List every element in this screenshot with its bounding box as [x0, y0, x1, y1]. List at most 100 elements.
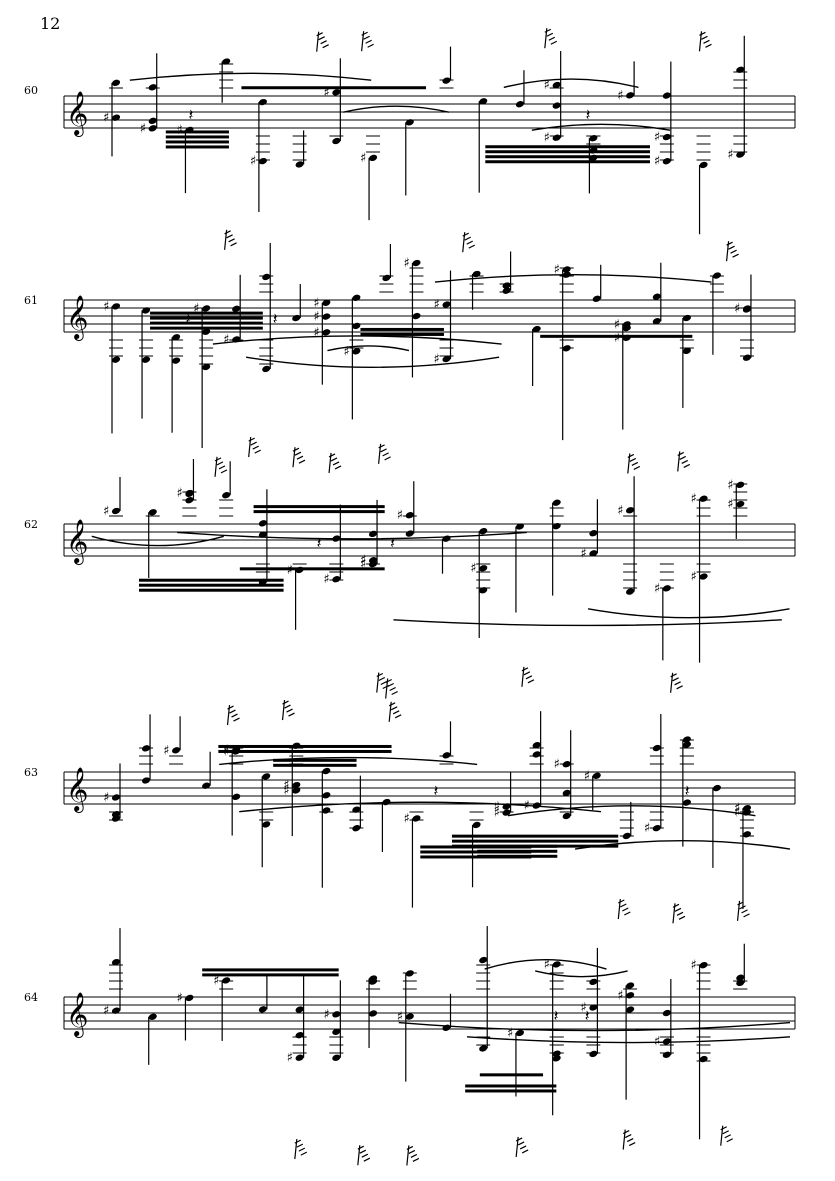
grace-flag [629, 457, 637, 462]
notehead [552, 1055, 561, 1062]
notehead [736, 974, 745, 981]
grace-flag [380, 448, 387, 453]
beam [150, 326, 263, 330]
stem [248, 437, 252, 458]
notehead [662, 1038, 671, 1045]
notehead [148, 509, 157, 516]
notehead [368, 1010, 378, 1017]
notehead [626, 982, 635, 989]
grace-flag [322, 44, 329, 49]
grace-flag [328, 453, 336, 458]
grace-flag [674, 681, 681, 686]
beam [139, 583, 284, 587]
notehead [222, 492, 231, 499]
grace-flag [292, 447, 300, 452]
notehead [412, 312, 421, 320]
sharp-icon: ♯ [544, 78, 550, 93]
sharp-icon: ♯ [103, 790, 109, 805]
grace-flag [224, 230, 231, 235]
stem [281, 700, 286, 721]
notehead [185, 994, 194, 1002]
notehead [258, 520, 267, 527]
notehead [292, 787, 301, 794]
notehead [515, 101, 525, 108]
notehead [232, 793, 241, 801]
notehead [552, 523, 561, 530]
notehead [682, 741, 691, 748]
beam [451, 839, 619, 843]
sharp-icon: ♯ [654, 130, 660, 145]
grace-flag [628, 1142, 636, 1147]
sharp-icon: ♯ [343, 344, 349, 359]
notehead [322, 313, 331, 320]
treble-clef-icon: 𝄞 [66, 295, 88, 341]
notehead [699, 573, 708, 580]
notehead [589, 1050, 598, 1058]
grace-flag [464, 236, 471, 241]
beam [165, 135, 229, 139]
slur [484, 958, 607, 970]
stem [677, 451, 681, 472]
notehead [682, 314, 691, 322]
notehead [592, 772, 601, 779]
grace-flag [683, 463, 690, 468]
sharp-icon: ♯ [176, 991, 182, 1006]
grace-flag [233, 717, 240, 722]
sharp-icon: ♯ [176, 486, 182, 501]
sharp-icon: ♯ [313, 296, 319, 311]
notehead [111, 794, 121, 801]
grace-flag [521, 1149, 529, 1154]
beam [273, 758, 357, 762]
beam [218, 744, 392, 748]
quarter-rest-icon: 𝄽 [390, 533, 395, 552]
quarter-rest-icon: 𝄽 [186, 309, 191, 328]
stem [521, 666, 525, 687]
grace-flag [361, 31, 368, 36]
notehead [442, 752, 451, 759]
sharp-icon: ♯ [176, 123, 182, 138]
stem [627, 453, 631, 474]
notehead [202, 782, 211, 789]
sharp-icon: ♯ [727, 478, 733, 493]
notehead [111, 958, 121, 966]
beam [485, 150, 650, 154]
grace-flag [392, 710, 400, 715]
grace-flag [298, 1147, 306, 1152]
sharp-icon: ♯ [654, 581, 660, 596]
grace-flag [624, 911, 631, 916]
sharp-icon: ♯ [103, 1004, 109, 1019]
grace-flag [699, 31, 706, 36]
notehead [295, 1054, 304, 1061]
slur [212, 335, 502, 345]
beam [165, 130, 229, 134]
beam [465, 1089, 557, 1093]
notehead [515, 523, 525, 530]
notehead [626, 507, 635, 514]
measure-number-62: 62 [24, 518, 38, 531]
grace-flag [378, 676, 386, 682]
notehead [442, 301, 451, 308]
beam [253, 510, 385, 514]
sharp-icon: ♯ [397, 508, 403, 523]
grace-flag [468, 244, 475, 249]
sharp-icon: ♯ [617, 503, 623, 518]
slur [507, 805, 756, 817]
notehead [589, 135, 598, 142]
notehead [332, 137, 341, 145]
notehead [626, 588, 635, 595]
sharp-icon: ♯ [313, 310, 319, 325]
slur [398, 1021, 791, 1032]
notehead [172, 357, 181, 364]
grace-flag [626, 1138, 634, 1143]
notehead [699, 161, 708, 169]
sharp-icon: ♯ [213, 973, 219, 988]
notehead [472, 821, 481, 829]
notehead [111, 303, 121, 310]
sharp-icon: ♯ [323, 572, 329, 587]
slur [587, 608, 790, 619]
grace-flag [726, 241, 733, 246]
grace-flag [670, 673, 677, 678]
grace-flag [631, 461, 639, 466]
beam [465, 1084, 557, 1088]
sharp-icon: ♯ [617, 88, 623, 103]
